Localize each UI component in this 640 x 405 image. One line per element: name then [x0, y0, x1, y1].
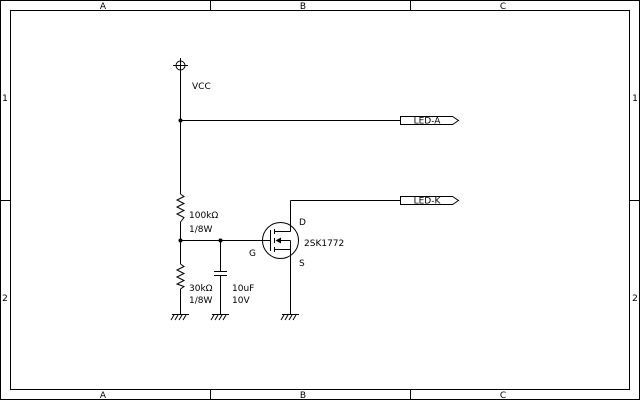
- zone-label-right-1: 1: [632, 94, 638, 104]
- q1-part-number: 2SK1772: [304, 239, 344, 249]
- zone-label-right-2: 2: [632, 294, 638, 304]
- junction-dot: [178, 238, 183, 243]
- q1-pin-source: S: [299, 259, 305, 269]
- port-led-a-label: LED-A: [414, 117, 442, 127]
- zone-label-top-a: A: [100, 2, 107, 12]
- c1-rating: 10V: [232, 296, 250, 306]
- port-led-k: [400, 196, 460, 205]
- port-led-a: [400, 116, 460, 125]
- capacitor-c1: [214, 271, 227, 276]
- zone-label-bottom-c: C: [500, 391, 506, 400]
- junction-dot: [218, 238, 223, 243]
- zone-label-top-b: B: [300, 2, 306, 12]
- zone-label-left-1: 1: [2, 94, 8, 104]
- r2-rating: 1/8W: [189, 296, 212, 306]
- zone-label-top-c: C: [500, 2, 506, 12]
- r1-value: 100kΩ: [189, 211, 218, 221]
- q1-pin-gate: G: [249, 249, 256, 259]
- zone-label-left-2: 2: [2, 294, 8, 304]
- ground-symbol-r2: [170, 314, 189, 321]
- ground-symbol-c1: [210, 314, 229, 321]
- wires: [180, 70, 400, 314]
- r1-rating: 1/8W: [189, 225, 212, 235]
- junction-dot: [178, 118, 183, 123]
- resistor-r2: [175, 263, 186, 290]
- zone-label-bottom-b: B: [300, 391, 306, 400]
- c1-value: 10uF: [232, 284, 254, 294]
- vcc-label: VCC: [192, 82, 211, 92]
- port-led-k-label: LED-K: [414, 197, 442, 207]
- ground-symbol-q1: [280, 314, 299, 321]
- inner-border: [10, 10, 630, 390]
- q1-pin-drain: D: [299, 218, 306, 228]
- r2-value: 30kΩ: [189, 284, 213, 294]
- mosfet-q1: [262, 222, 299, 259]
- zone-label-bottom-a: A: [100, 391, 107, 400]
- resistor-r1: [175, 193, 186, 223]
